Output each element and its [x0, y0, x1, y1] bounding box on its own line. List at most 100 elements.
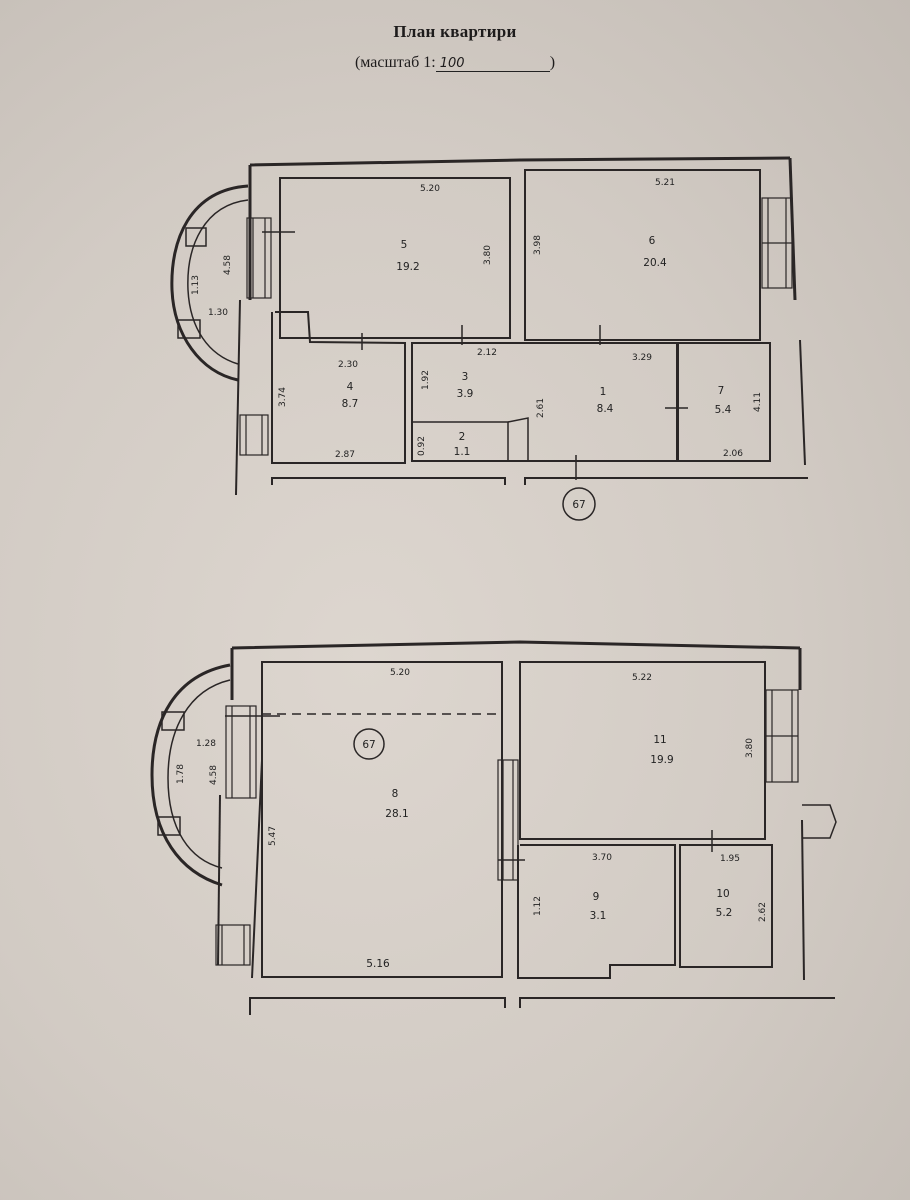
room-area: 5.4 [715, 404, 732, 416]
outer-wall-left-lower [235, 299, 241, 496]
scale-suffix: ) [549, 54, 556, 71]
dimension-label: 2.06 [723, 449, 743, 459]
dimension-label: 2.12 [477, 348, 497, 358]
window [215, 924, 251, 966]
dimension-label: 0.92 [417, 436, 427, 456]
room-number: 7 [718, 385, 725, 397]
dimension-label: 5.20 [420, 184, 440, 194]
dimension-label: 1.13 [191, 275, 201, 295]
dimension-label: 3.29 [632, 353, 652, 363]
window [497, 759, 519, 881]
scale-value: 100 [435, 56, 550, 72]
outer-wall-bottom [271, 477, 506, 485]
outer-wall-bottom [524, 477, 808, 485]
room-number: 5 [401, 239, 408, 251]
room-area: 8.4 [597, 403, 614, 415]
room-number: 8 [392, 788, 399, 800]
room-area: 3.1 [590, 910, 607, 922]
dimension-label: 2.61 [536, 398, 546, 418]
room-8-left-wall [251, 759, 263, 979]
room-area: 19.9 [650, 754, 673, 766]
room-5-outline [279, 177, 511, 339]
balcony-post [177, 319, 201, 339]
room-area: 3.9 [457, 388, 474, 400]
dimension-label: 2.62 [758, 902, 768, 922]
dimension-label: 1.95 [720, 854, 740, 864]
window [225, 705, 257, 799]
window [761, 197, 793, 289]
room-area: 8.7 [342, 398, 359, 410]
outer-wall-right-lower [801, 819, 805, 981]
outer-wall-top [249, 156, 791, 167]
room-number: 4 [347, 381, 354, 393]
balcony-post [185, 227, 207, 247]
room-4-outline [271, 311, 406, 464]
dimension-label: 3.80 [483, 245, 493, 265]
stair-notch [802, 804, 837, 839]
page-title: План квартири [393, 22, 517, 41]
apartment-marker: 67 [572, 499, 585, 511]
dimension-label: 1.12 [533, 896, 543, 916]
room-number: 2 [459, 431, 466, 443]
balcony-outline [170, 184, 249, 382]
upper-floor-plan [170, 156, 808, 521]
dimension-label: 4.11 [753, 392, 763, 412]
dimension-label: 5.22 [632, 673, 652, 683]
room-area: 5.2 [716, 907, 733, 919]
corridor-wall [507, 417, 529, 461]
room-number: 11 [653, 734, 666, 746]
balcony-post [157, 816, 181, 836]
room-number: 9 [593, 891, 600, 903]
dimension-label: 2.87 [335, 450, 355, 460]
dimension-label: 1.92 [421, 370, 431, 390]
room-area: 19.2 [396, 261, 419, 273]
dimension-label: 3.80 [745, 738, 755, 758]
outer-wall-bottom [519, 997, 835, 1008]
room-number: 10 [716, 888, 729, 900]
scale-prefix: (масштаб 1: [354, 54, 436, 71]
balcony-inner [187, 199, 249, 365]
room-area: 20.4 [643, 257, 667, 269]
dimension-label: 3.98 [533, 235, 543, 255]
window [765, 689, 799, 783]
outer-wall-top [231, 640, 801, 650]
balcony-post [161, 711, 185, 731]
apartment-marker-circle [353, 728, 385, 760]
dimension-label: 5.21 [655, 178, 675, 188]
dimension-label: 5.16 [366, 958, 390, 970]
lower-floor-plan [150, 640, 837, 1015]
room-10-outline [679, 844, 773, 968]
upper-floor-labels: 67 1 8.4 2 1.1 3 3.9 4 8.7 5 19.2 6 20.4… [191, 178, 763, 511]
window [239, 414, 269, 456]
room-11-outline [519, 661, 766, 840]
outer-wall-right-lower [799, 339, 806, 466]
balcony-outline [150, 663, 231, 887]
balcony-label: 1.30 [208, 308, 228, 318]
room-number: 3 [462, 371, 469, 383]
room-number: 6 [649, 235, 656, 247]
dimension-label: 3.70 [592, 853, 612, 863]
apartment-marker-circle [562, 487, 596, 521]
apartment-marker: 67 [362, 739, 375, 751]
dimension-label: 1.28 [196, 739, 216, 749]
window [246, 217, 272, 299]
dimension-label: 5.47 [268, 826, 278, 846]
room-8-outline [261, 661, 503, 978]
dimension-label: 1.78 [176, 764, 186, 784]
scale-line: (масштаб 1:100) [0, 54, 910, 72]
room-9-outline [517, 844, 676, 979]
dimension-label: 3.74 [278, 387, 288, 407]
lower-floor-labels: 67 8 28.1 9 3.1 10 5.2 11 19.9 5.20 5.22… [176, 668, 768, 970]
dimension-label: 2.30 [338, 360, 358, 370]
dimension-label: 5.20 [390, 668, 410, 678]
dimension-label: 4.58 [209, 765, 219, 785]
room-7-outline [677, 342, 771, 462]
room-area: 28.1 [385, 808, 408, 820]
outer-wall-left-lower [217, 794, 221, 966]
dimension-label: 4.58 [223, 255, 233, 275]
balcony-inner [167, 679, 231, 869]
room-area: 1.1 [454, 446, 471, 458]
room-6-outline [524, 169, 761, 341]
